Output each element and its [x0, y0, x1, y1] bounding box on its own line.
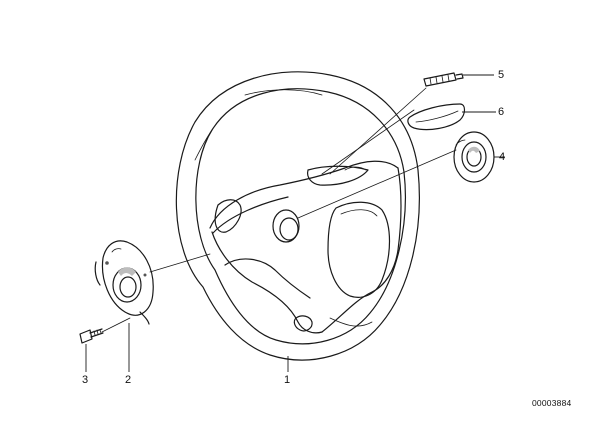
horn-contact-disc-part: [453, 131, 495, 183]
connector-part: [423, 72, 464, 87]
screw-part: [79, 328, 104, 344]
callout-2: 2: [125, 374, 132, 386]
callout-1: 1: [284, 374, 291, 386]
contact-plate-part: [94, 240, 154, 325]
callout-6: 6: [498, 106, 505, 118]
steering-wheel-hub: [209, 160, 402, 334]
leader-lines: [85, 74, 505, 372]
callout-5: 5: [498, 69, 505, 81]
drawing-number: 00003884: [532, 398, 572, 408]
cover-part: [407, 103, 466, 131]
callout-4: 4: [499, 151, 506, 163]
steering-wheel-rim: [175, 71, 420, 361]
callout-3: 3: [82, 374, 89, 386]
assembly-lines: [101, 87, 457, 333]
